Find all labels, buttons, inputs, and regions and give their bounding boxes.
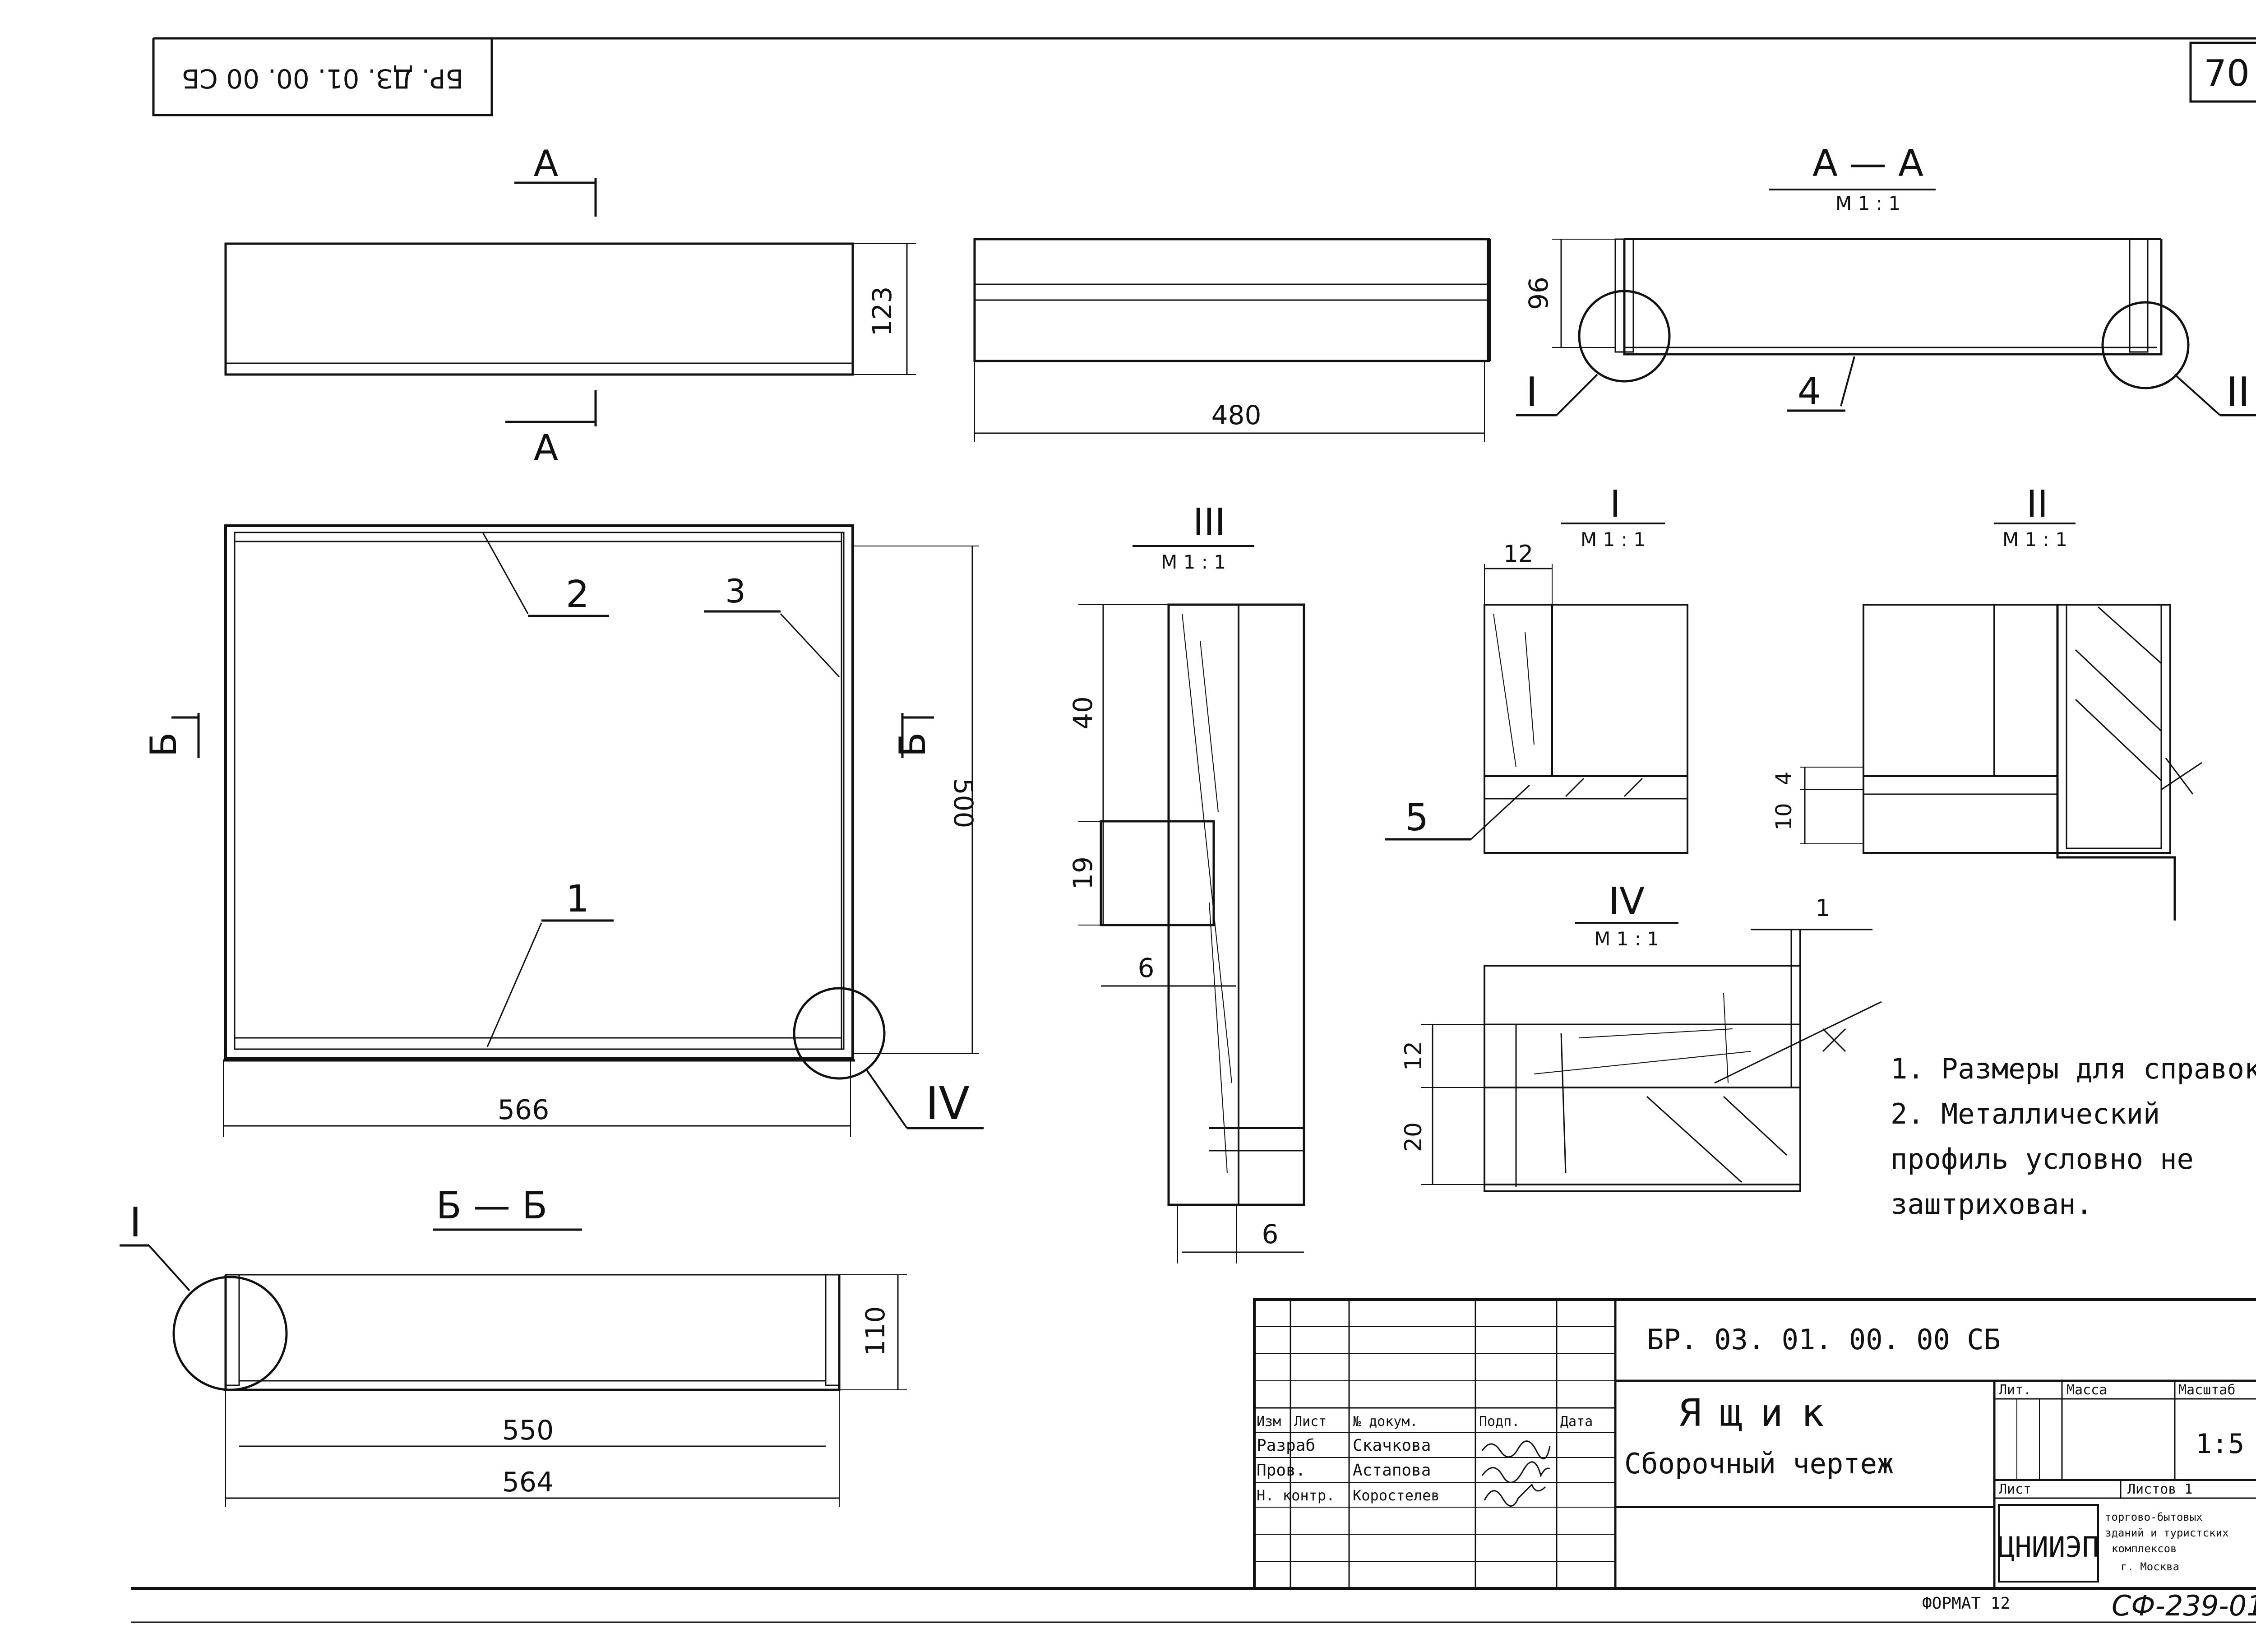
detail-4-title: IV: [1609, 880, 1645, 923]
position-3: 3: [725, 572, 746, 610]
detail-3: III М 1 : 1 40 19 6 6: [1068, 501, 1305, 1263]
mass-label: Масса: [2066, 1382, 2107, 1398]
dim-bb-inner: 550: [502, 1415, 554, 1446]
dim-d3-upper: 40: [1068, 696, 1098, 730]
role-checker: Пров.: [1257, 1461, 1305, 1480]
plan-view: 500 566 2 3 1 IV Б Б: [143, 524, 984, 1137]
section-aa: А — А М 1 : 1 96 I II 4: [1516, 142, 2256, 416]
dim-side-length: 480: [1211, 400, 1262, 430]
position-5: 5: [1405, 796, 1428, 839]
title-block: Изм Лист № докум. Подп. Дата Разраб Скач…: [1253, 1298, 2256, 1590]
detail-1-scale: М 1 : 1: [1581, 528, 1646, 551]
org-logo: ЦНИИЭП: [1998, 1531, 2099, 1564]
col-sign: Подп.: [1479, 1414, 1520, 1430]
name-norm-control: Коростелев: [1353, 1487, 1440, 1504]
dim-plan-depth: 500: [948, 778, 979, 828]
section-aa-scale: М 1 : 1: [1835, 192, 1900, 214]
detail-2: II М 1 : 1 4 10: [1771, 483, 2202, 921]
note-line-2: 2. Металлический: [1891, 1097, 2160, 1130]
callout-detail-2: II: [2226, 369, 2250, 416]
callout-detail-4: IV: [925, 1077, 970, 1130]
note-line-3: профиль условно не: [1891, 1143, 2194, 1175]
format-label: ФОРМАТ 12: [1922, 1594, 2010, 1613]
dim-front-height: 123: [867, 287, 897, 337]
position-1: 1: [566, 878, 589, 921]
section-bb: Б — Б 110 550 564 I: [120, 1185, 907, 1507]
scale-value: 1:5: [2196, 1428, 2244, 1460]
role-norm-control: Н. контр.: [1257, 1487, 1335, 1504]
detail-4: IV М 1 : 1 12 20 1: [1400, 880, 1882, 1192]
item-name: Ящик: [1678, 1391, 1842, 1435]
page-number: 70: [2204, 52, 2250, 94]
section-aa-title: А — А: [1812, 142, 1923, 185]
dim-d1-width: 12: [1503, 541, 1533, 568]
mirrored-code-stamp: БР. ДЗ. 01. 00. 00 СБ: [152, 38, 493, 116]
detail-2-title: II: [2026, 483, 2048, 526]
dim-aa-height: 96: [1523, 277, 1554, 310]
section-bb-title: Б — Б: [436, 1185, 548, 1227]
sheet-label: Лист: [1999, 1481, 2031, 1497]
dim-d3-lower: 19: [1068, 856, 1098, 890]
note-line-1: 1. Размеры для справок.: [1891, 1052, 2256, 1085]
col-list: Лист: [1294, 1414, 1327, 1430]
callout-detail-1: I: [1526, 369, 1538, 416]
sheets-count: Листов 1: [2127, 1481, 2193, 1497]
dim-bb-height: 110: [860, 1306, 891, 1356]
organization-stamp: ЦНИИЭП торгово-бытовых зданий и туристск…: [1998, 1504, 2229, 1583]
detail-4-scale: М 1 : 1: [1594, 928, 1659, 950]
document-code: БР. 03. 01. 00. 00 СБ: [1647, 1323, 2001, 1356]
section-mark-b-right: Б: [892, 732, 934, 757]
col-doc: № докум.: [1353, 1414, 1418, 1430]
general-notes: 1. Размеры для справок. 2. Металлический…: [1891, 1052, 2256, 1221]
detail-3-title: III: [1193, 501, 1226, 544]
name-developer: Скачкова: [1353, 1436, 1431, 1455]
dim-d3-left: 6: [1138, 953, 1155, 983]
callout-detail-1-bb: I: [129, 1199, 142, 1246]
dim-d3-bottom: 6: [1262, 1219, 1279, 1249]
section-mark-a-top: А: [534, 143, 559, 185]
dim-d2-lower: 10: [1771, 803, 1797, 830]
dim-d4-upper: 12: [1400, 1041, 1427, 1071]
dim-d4-gap: 1: [1815, 895, 1830, 922]
note-line-4: заштрихован.: [1891, 1188, 2093, 1221]
position-4-aa: 4: [1798, 370, 1821, 413]
section-mark-b-left: Б: [143, 732, 185, 757]
scale-label: Масштаб: [2178, 1382, 2235, 1398]
page-number-box: 70: [2189, 42, 2256, 103]
detail-3-scale: М 1 : 1: [1161, 551, 1226, 573]
side-view: 480: [973, 238, 1491, 442]
org-line-4: г. Москва: [2121, 1560, 2179, 1573]
dim-d2-upper: 4: [1771, 772, 1797, 786]
detail-2-scale: М 1 : 1: [2002, 528, 2067, 551]
detail-1: I М 1 : 1 12 5: [1385, 483, 1688, 854]
archive-code: СФ-239-01: [2112, 1589, 2256, 1622]
org-line-1: торгово-бытовых: [2105, 1511, 2203, 1523]
col-izm: Изм: [1257, 1414, 1281, 1430]
dim-plan-width: 566: [498, 1094, 550, 1126]
front-view: 123 А А: [224, 143, 916, 469]
mirrored-code-text: БР. ДЗ. 01. 00. 00 СБ: [182, 63, 464, 94]
detail-1-title: I: [1610, 483, 1621, 526]
section-mark-a-bottom: А: [534, 427, 559, 469]
org-line-2: зданий и туристских: [2105, 1527, 2229, 1539]
lit-label: Лит.: [1999, 1382, 2031, 1398]
dim-bb-outer: 564: [502, 1467, 554, 1498]
name-checker: Астапова: [1353, 1461, 1431, 1480]
position-2: 2: [566, 573, 589, 616]
drawing-type: Сборочный чертеж: [1624, 1447, 1894, 1480]
col-date: Дата: [1560, 1414, 1593, 1430]
signatures: [1481, 1440, 1551, 1507]
org-line-3: комплексов: [2112, 1542, 2177, 1555]
role-developer: Разраб: [1257, 1436, 1315, 1455]
dim-d4-lower: 20: [1400, 1122, 1427, 1152]
